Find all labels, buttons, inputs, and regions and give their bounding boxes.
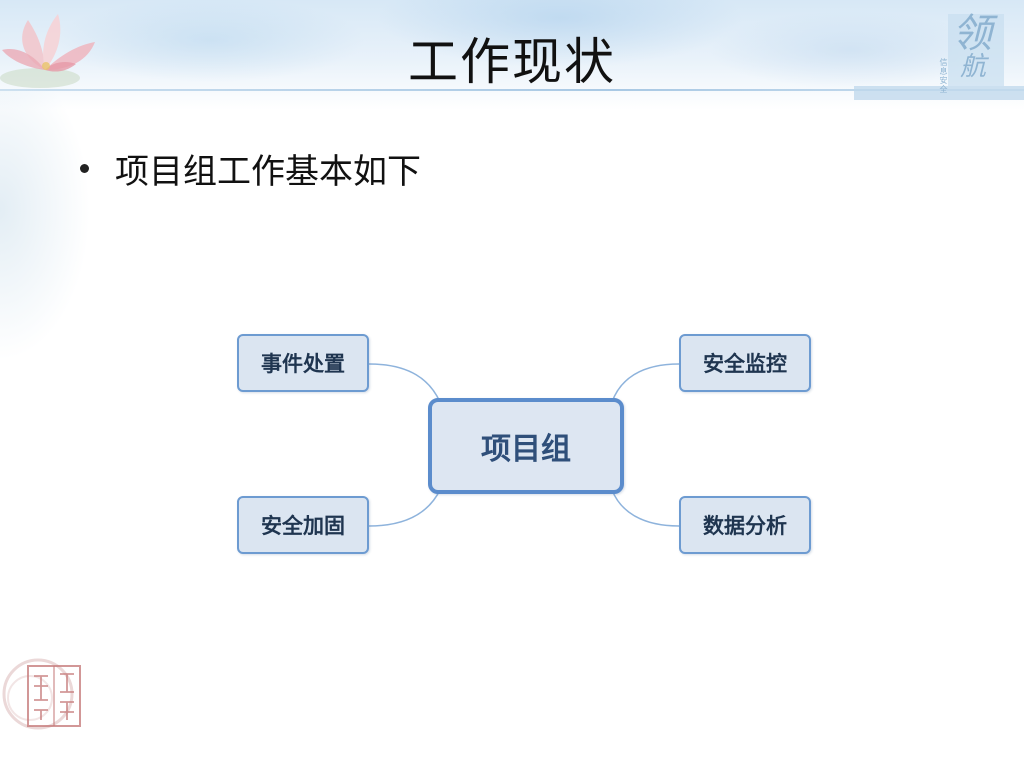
connector-top-right (612, 364, 679, 402)
seal-stamp-decoration (0, 652, 90, 732)
node-data-analysis: 数据分析 (679, 496, 811, 554)
connector-bottom-right (612, 490, 679, 526)
node-project-team: 项目组 (428, 398, 624, 494)
connector-bottom-left (369, 490, 440, 526)
bullet-text: 项目组工作基本如下 (115, 144, 421, 193)
left-watercolor-wash (0, 90, 140, 410)
node-security-monitoring: 安全监控 (679, 334, 811, 392)
connector-top-left (369, 364, 440, 402)
bullet-dot-icon (80, 164, 89, 173)
slide-title: 工作现状 (0, 22, 1024, 94)
node-security-hardening: 安全加固 (237, 496, 369, 554)
node-incident-response: 事件处置 (237, 334, 369, 392)
bullet-item: 项目组工作基本如下 (80, 144, 421, 193)
